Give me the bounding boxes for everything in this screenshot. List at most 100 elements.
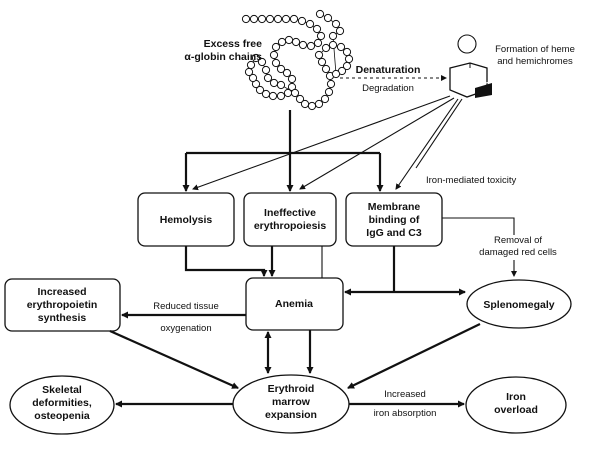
globin-bead bbox=[336, 42, 346, 52]
node-splenomegaly-label: Splenomegaly bbox=[483, 299, 554, 311]
node-iron-line2: overload bbox=[494, 404, 538, 416]
heme-cube-icon bbox=[449, 34, 492, 98]
node-hemolysis: Hemolysis bbox=[137, 192, 235, 247]
node-epo-line3: synthesis bbox=[38, 312, 87, 324]
node-anemia-label: Anemia bbox=[275, 298, 313, 310]
edge-epo-to-marrow bbox=[109, 329, 239, 390]
label-denaturation: Denaturation bbox=[356, 64, 421, 76]
label-molecule-line1: Excess free bbox=[204, 38, 263, 50]
label-heme-line2: and hemichromes bbox=[497, 56, 573, 67]
label-reduced-line2: oxygenation bbox=[160, 323, 211, 334]
edge-membrane-to-removal bbox=[442, 217, 515, 235]
edge-heme-to-hemolysis bbox=[192, 95, 451, 191]
globin-bead bbox=[271, 42, 281, 52]
globin-bead bbox=[257, 57, 267, 67]
globin-bead bbox=[300, 99, 310, 109]
globin-bead bbox=[276, 91, 286, 101]
edge-heme-to-toxicity bbox=[415, 98, 463, 169]
edge-heme-to-membrane bbox=[395, 98, 459, 190]
globin-bead bbox=[246, 60, 256, 70]
globin-bead bbox=[265, 14, 275, 24]
label-degradation: Degradation bbox=[362, 83, 414, 94]
globin-bead bbox=[291, 37, 301, 47]
globin-bead bbox=[331, 19, 341, 29]
globin-bead bbox=[273, 14, 283, 24]
globin-bead bbox=[342, 47, 352, 57]
node-erythropoietin: Increased erythropoietin synthesis bbox=[4, 278, 121, 332]
globin-bead bbox=[244, 67, 254, 77]
globin-bead bbox=[312, 24, 322, 34]
node-skeletal-line2: deformities, bbox=[32, 397, 92, 409]
node-skeletal-line3: osteopenia bbox=[34, 410, 90, 422]
node-skeletal-deformities: Skeletal deformities, osteopenia bbox=[9, 375, 115, 435]
node-marrow-expansion: Erythroid marrow expansion bbox=[232, 374, 350, 434]
globin-bead bbox=[284, 35, 294, 45]
globin-bead bbox=[277, 37, 287, 47]
node-marrow-line3: expansion bbox=[265, 409, 317, 421]
globin-bead bbox=[276, 64, 286, 74]
node-ineffective-line1: Ineffective bbox=[264, 207, 316, 219]
node-splenomegaly: Splenomegaly bbox=[466, 279, 572, 329]
globin-bead bbox=[314, 99, 324, 109]
node-marrow-line2: marrow bbox=[272, 396, 311, 408]
globin-bead bbox=[344, 54, 354, 64]
globin-bead bbox=[271, 58, 281, 68]
globin-chain-illustration bbox=[241, 9, 354, 111]
globin-bead bbox=[298, 40, 308, 50]
globin-bead bbox=[276, 80, 286, 90]
node-membrane-line3: IgG and C3 bbox=[366, 227, 422, 239]
globin-bead bbox=[307, 101, 317, 111]
globin-bead bbox=[248, 73, 258, 83]
globin-bead bbox=[283, 88, 293, 98]
label-removal-line2: damaged red cells bbox=[479, 247, 557, 258]
globin-bead bbox=[328, 31, 338, 41]
edge-splenomegaly-to-marrow bbox=[347, 323, 481, 389]
globin-bead bbox=[289, 14, 299, 24]
globin-bead bbox=[331, 69, 341, 79]
globin-bead bbox=[241, 14, 251, 24]
globin-bead bbox=[249, 14, 259, 24]
label-heme-line1: Formation of heme bbox=[495, 44, 575, 55]
node-membrane-line2: binding of bbox=[369, 214, 420, 226]
globin-bead bbox=[317, 57, 327, 67]
node-membrane-binding: Membrane binding of IgG and C3 bbox=[345, 192, 443, 247]
globin-bead bbox=[335, 26, 345, 36]
globin-bead bbox=[261, 89, 271, 99]
globin-bead bbox=[323, 13, 333, 23]
label-reduced-line1: Reduced tissue bbox=[153, 301, 218, 312]
globin-bead bbox=[315, 9, 325, 19]
label-molecule-line2: α-globin chains bbox=[184, 51, 262, 63]
node-epo-line1: Increased bbox=[37, 286, 86, 298]
edge-heme-to-ineffective bbox=[299, 97, 455, 190]
node-anemia: Anemia bbox=[245, 277, 344, 331]
globin-bead bbox=[314, 50, 324, 60]
label-removal-line1: Removal of bbox=[494, 235, 542, 246]
globin-bead bbox=[326, 79, 336, 89]
label-iron-toxicity: Iron-mediated toxicity bbox=[426, 175, 517, 186]
globin-bead bbox=[342, 61, 352, 71]
globin-bead bbox=[251, 53, 261, 63]
edges bbox=[109, 75, 517, 408]
node-iron-line1: Iron bbox=[506, 391, 526, 403]
label-increased-line1: Increased bbox=[384, 389, 426, 400]
globin-bead bbox=[281, 14, 291, 24]
globin-bead bbox=[269, 78, 279, 88]
node-membrane-line1: Membrane bbox=[368, 201, 421, 213]
globin-bead bbox=[313, 38, 323, 48]
label-increased-line2: iron absorption bbox=[374, 408, 437, 419]
globin-bead bbox=[316, 31, 326, 41]
edge-hemolysis-to-anemia bbox=[184, 246, 268, 277]
globin-bead bbox=[263, 73, 273, 83]
globin-bead bbox=[268, 91, 278, 101]
globin-bead bbox=[290, 88, 300, 98]
node-skeletal-line1: Skeletal bbox=[42, 384, 82, 396]
globin-bead bbox=[321, 43, 331, 53]
node-marrow-line1: Erythroid bbox=[268, 383, 315, 395]
node-ineffective-erythropoiesis: Ineffective erythropoiesis bbox=[243, 192, 337, 247]
node-iron-overload: Iron overload bbox=[465, 376, 567, 434]
globin-bead bbox=[282, 68, 292, 78]
globin-bead bbox=[287, 74, 297, 84]
globin-bead bbox=[269, 50, 279, 60]
